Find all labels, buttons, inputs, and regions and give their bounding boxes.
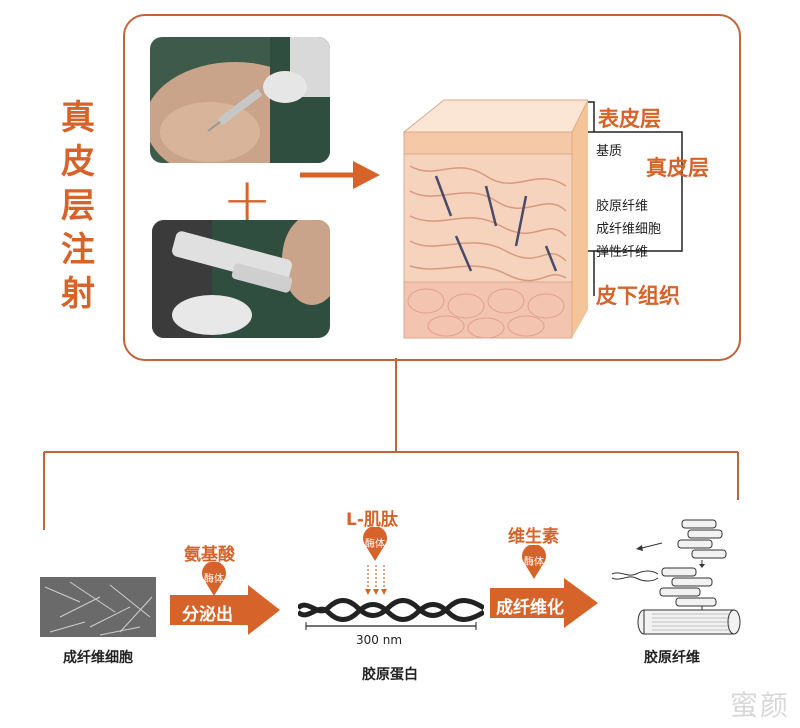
collagen-fiber-diagram	[611, 519, 741, 635]
label-l-carnosine: L-肌肽	[346, 510, 398, 530]
caption-collagen: 胶原蛋白	[362, 667, 418, 683]
label-elastic-fiber: 弹性纤维	[596, 245, 649, 260]
label-fibroblast: 成纤维细胞	[596, 222, 662, 237]
skin-cross-section	[402, 99, 588, 339]
scale-label: 300 nm	[356, 633, 403, 647]
injection-photo-top	[150, 37, 330, 163]
label-amino-acid: 氨基酸	[184, 545, 235, 565]
layer-epidermis: 表皮层	[598, 107, 661, 131]
layer-brackets	[588, 101, 683, 296]
collagen-helix	[298, 598, 484, 630]
caption-fibroblast: 成纤维细胞	[63, 650, 133, 666]
enzyme-pin-vitamin: 酶体	[520, 544, 548, 581]
arrow-secrete: 分泌出	[170, 585, 282, 635]
vertical-title: 真皮层注射	[61, 98, 97, 314]
watermark: 蜜颜	[729, 689, 790, 722]
dashed-arrows	[365, 565, 387, 595]
injection-gun-photo	[152, 220, 330, 338]
top-panel	[123, 14, 741, 361]
label-vitamin: 维生素	[508, 527, 559, 547]
layer-dermis: 真皮层	[646, 156, 709, 180]
caption-collagen-fiber: 胶原纤维	[644, 650, 700, 666]
panel-arrow	[300, 161, 380, 189]
label-ground-substance: 基质	[596, 144, 623, 159]
layer-subcutaneous: 皮下组织	[596, 284, 680, 308]
arrow-fibrillate: 成纤维化	[490, 578, 600, 628]
enzyme-pin-amino: 酶体	[200, 561, 228, 598]
fibroblast-micrograph	[40, 577, 156, 637]
label-collagen-fiber: 胶原纤维	[596, 199, 649, 214]
enzyme-pin-peptide: 酶体	[361, 526, 389, 563]
